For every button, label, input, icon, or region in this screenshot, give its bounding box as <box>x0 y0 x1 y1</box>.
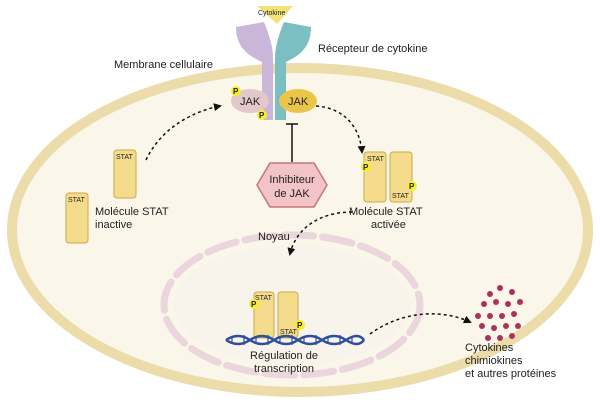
stat-monomer <box>253 291 275 339</box>
output-label-line2: chimiokines <box>465 355 523 367</box>
phosphate-icon: P <box>257 110 267 120</box>
phosphate-label: P <box>251 300 257 309</box>
regulation-label-line1: Régulation de <box>250 350 318 362</box>
phosphate-icon: P <box>249 299 259 309</box>
stat-tag: STAT <box>392 193 410 200</box>
stat-inactive-label-line1: Molécule STAT <box>95 206 169 218</box>
regulation-label-line2: transcription <box>254 363 314 375</box>
stat-tag: STAT <box>367 156 385 163</box>
arrow-stat-to-jak <box>145 103 222 161</box>
inhibitor-label-line2: de JAK <box>274 188 310 200</box>
stat-monomer <box>65 192 89 244</box>
cytokine-ligand <box>257 6 293 24</box>
stat-tag: STAT <box>68 197 86 204</box>
receptor-label: Récepteur de cytokine <box>318 43 427 55</box>
cytokine-label: Cytokine <box>258 10 285 17</box>
stat-tag: STAT <box>280 329 298 336</box>
cell-membrane <box>7 63 593 397</box>
stat-inactive-label-line2: inactive <box>95 219 132 231</box>
stat-monomer <box>389 151 413 203</box>
stat-tag: STAT <box>255 295 273 302</box>
nucleus-label: Noyau <box>258 231 290 243</box>
phosphate-label: P <box>297 321 303 330</box>
phosphate-label: P <box>363 163 369 172</box>
stat-inactive: STAT STAT <box>65 149 137 244</box>
phosphate-label: P <box>233 87 239 96</box>
stat-nuclear-dimer: STAT STAT <box>253 291 299 339</box>
jak-inhibitor: Inhibiteur de JAK <box>256 162 328 208</box>
dna-helix-icon <box>225 334 365 346</box>
jak-left-label: JAK <box>240 96 261 108</box>
arrow-to-proteins <box>369 313 472 335</box>
phosphate-icon: P <box>361 162 371 172</box>
membrane-label: Membrane cellulaire <box>114 59 213 71</box>
jak-right-label: JAK <box>288 96 309 108</box>
phosphate-label: P <box>409 182 415 191</box>
stat-active-label-line1: Molécule STAT <box>349 206 423 218</box>
phosphate-icon: P <box>231 86 241 96</box>
arrow-stat-to-nucleus <box>287 211 353 256</box>
arrow-jak-to-stat <box>315 105 366 154</box>
phosphate-icon: P <box>295 320 305 330</box>
inhibition-arrow-icon <box>286 123 298 162</box>
protein-dots-icon <box>475 285 523 341</box>
stat-monomer <box>277 291 299 339</box>
stat-tag: STAT <box>116 154 134 161</box>
phosphate-icon: P <box>407 181 417 191</box>
output-label-line3: et autres protéines <box>465 368 557 380</box>
inhibitor-label-line1: Inhibiteur <box>269 174 315 186</box>
stat-monomer <box>113 149 137 199</box>
phosphate-label: P <box>259 111 265 120</box>
output-label-line1: Cytokines <box>465 342 514 354</box>
stat-active-label-line2: activée <box>371 219 406 231</box>
jak-right: JAK <box>279 89 317 113</box>
jak-left: JAK <box>231 89 269 113</box>
